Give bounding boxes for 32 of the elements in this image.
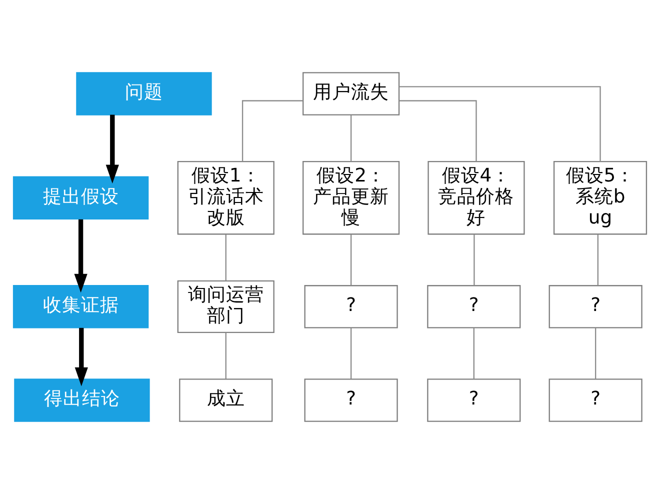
connector bbox=[225, 332, 226, 380]
connector bbox=[399, 86, 601, 162]
node-box: 用户流失 bbox=[302, 72, 400, 116]
connector bbox=[225, 234, 226, 281]
node-box: ? bbox=[427, 378, 521, 422]
node-box: ? bbox=[304, 285, 398, 328]
node-box: 假设5：系统bug bbox=[553, 161, 648, 235]
connector bbox=[350, 234, 352, 286]
connector bbox=[350, 328, 352, 380]
node-box: ? bbox=[427, 285, 521, 328]
node-box: 提出假设 bbox=[12, 176, 149, 220]
arrow bbox=[106, 114, 119, 184]
node-box: 询问运营部门 bbox=[177, 280, 274, 333]
node-box: ? bbox=[304, 378, 398, 422]
node-box: 假设1：引流话术改版 bbox=[177, 161, 274, 235]
node-box: ? bbox=[548, 378, 642, 422]
node-box: 收集证据 bbox=[12, 285, 149, 328]
connector bbox=[350, 114, 352, 162]
node-box: 得出结论 bbox=[14, 378, 150, 422]
node-box: 成立 bbox=[179, 378, 273, 422]
connector bbox=[595, 328, 596, 380]
connector bbox=[597, 234, 598, 286]
connector bbox=[474, 234, 475, 286]
arrow bbox=[74, 328, 88, 386]
connector bbox=[473, 328, 474, 380]
node-box: 问题 bbox=[76, 72, 212, 116]
connector bbox=[242, 100, 303, 162]
node-box: ? bbox=[548, 285, 642, 328]
node-box: 假设2：产品更新慢 bbox=[302, 161, 400, 235]
node-box: 假设4：竞品价格好 bbox=[428, 161, 525, 235]
arrow bbox=[74, 219, 88, 293]
connector bbox=[399, 100, 477, 162]
